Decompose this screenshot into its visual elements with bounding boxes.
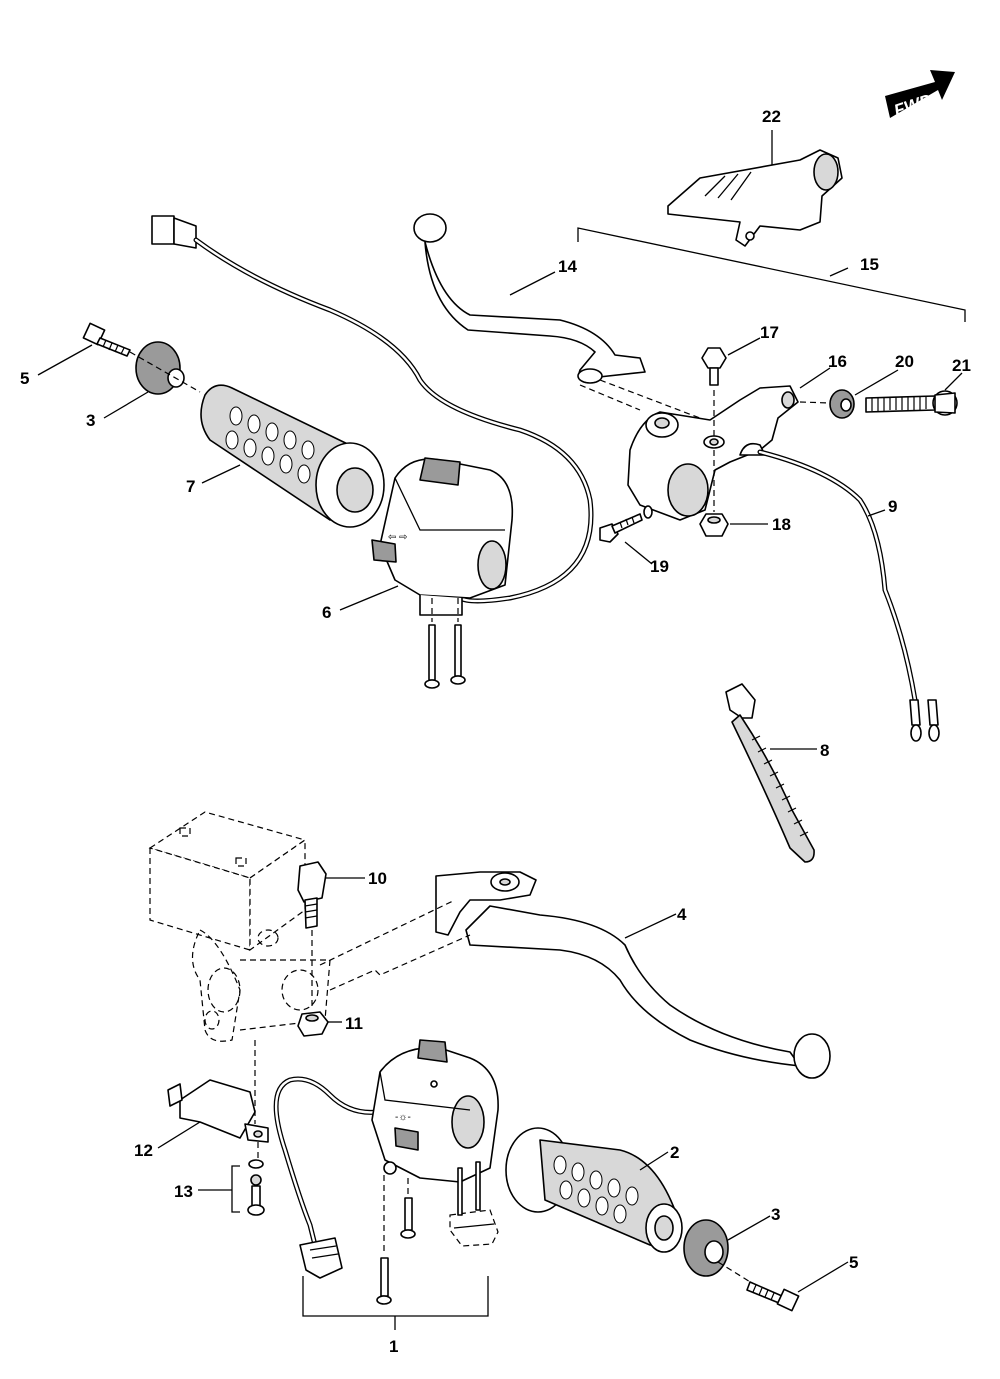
svg-text:⇦ ⇨: ⇦ ⇨ xyxy=(388,532,408,543)
callout-3-lower: 3 xyxy=(771,1205,780,1224)
callout-11: 11 xyxy=(345,1014,363,1033)
leader-lines xyxy=(37,130,963,1293)
left-switch-housing-part-6: ⇦ ⇨ xyxy=(371,457,514,616)
callout-22: 22 xyxy=(762,107,781,126)
assembly-bracket-1 xyxy=(302,1276,489,1317)
callout-10: 10 xyxy=(368,869,387,888)
clutch-lever-part-14 xyxy=(413,213,646,384)
clutch-lever-holder-part-16 xyxy=(627,385,799,521)
pivot-bolt-part-17 xyxy=(701,347,727,386)
callout-19: 19 xyxy=(650,557,669,576)
callout-8: 8 xyxy=(820,741,829,760)
bar-end-alignment-guide-upper xyxy=(129,351,201,393)
callout-15: 15 xyxy=(860,255,879,274)
callout-labels: 22 14 15 17 16 20 21 5 3 7 9 18 19 6 8 1… xyxy=(20,107,971,1356)
svg-text:-☼-: -☼- xyxy=(395,1112,411,1123)
switch-screws-lower xyxy=(376,1175,416,1305)
switch-wiring-harness-upper xyxy=(151,215,594,604)
bar-end-screw-part-5-upper xyxy=(82,322,131,357)
bar-end-screw-part-5-lower xyxy=(746,1281,800,1312)
callout-3-upper: 3 xyxy=(86,411,95,430)
switch-screws-upper xyxy=(424,598,466,689)
switch-screw-set-part-13 xyxy=(247,1159,265,1216)
handlebar-grip-part-2 xyxy=(505,1127,683,1253)
terminal-block xyxy=(449,1161,499,1247)
clutch-switch-cable-part-9 xyxy=(739,442,940,742)
switch-wiring-harness-lower xyxy=(273,1076,381,1279)
clamp-screw-part-19 xyxy=(599,505,653,543)
callout-14: 14 xyxy=(558,257,577,276)
lever-nut-part-11 xyxy=(297,1011,329,1037)
right-switch-housing-part-1: -☼- xyxy=(371,1039,499,1183)
callout-20: 20 xyxy=(895,352,914,371)
pivot-nut-part-18 xyxy=(699,513,729,537)
callout-17: 17 xyxy=(760,323,779,342)
callout-21: 21 xyxy=(952,356,971,375)
bar-end-weight-part-3-lower xyxy=(683,1219,729,1277)
callout-2: 2 xyxy=(670,1143,679,1162)
callout-5-upper: 5 xyxy=(20,369,29,388)
callout-9: 9 xyxy=(888,497,897,516)
lever-cover-part-22 xyxy=(667,149,843,247)
brake-lever-pivot-guide xyxy=(319,899,471,991)
fwd-arrow-marker: FWD xyxy=(885,70,955,120)
assembly-bracket-15 xyxy=(577,227,966,322)
callout-16: 16 xyxy=(828,352,847,371)
callout-7: 7 xyxy=(186,477,195,496)
master-cylinder-phantom xyxy=(148,811,331,1042)
handlebar-grip-part-7 xyxy=(200,384,385,528)
callout-12: 12 xyxy=(134,1141,153,1160)
callout-13: 13 xyxy=(174,1182,193,1201)
brake-lever-part-4 xyxy=(435,871,831,1079)
brake-light-switch-part-12 xyxy=(167,1079,269,1143)
callout-18: 18 xyxy=(772,515,791,534)
brake-switch-guide xyxy=(254,1040,259,1160)
callout-5-lower: 5 xyxy=(849,1253,858,1272)
cable-strap-part-8 xyxy=(725,683,815,863)
adjuster-locknut-part-20 xyxy=(829,389,855,419)
clutch-lever-pivot-guide xyxy=(579,379,706,421)
cable-adjuster-part-21 xyxy=(865,390,958,416)
adjuster-guide xyxy=(799,401,831,404)
lever-pivot-bolt-part-10 xyxy=(297,861,327,929)
callout-6: 6 xyxy=(322,603,331,622)
callout-1: 1 xyxy=(389,1337,398,1356)
bar-end-weight-part-3-upper xyxy=(135,341,185,395)
callout-4: 4 xyxy=(677,905,687,924)
